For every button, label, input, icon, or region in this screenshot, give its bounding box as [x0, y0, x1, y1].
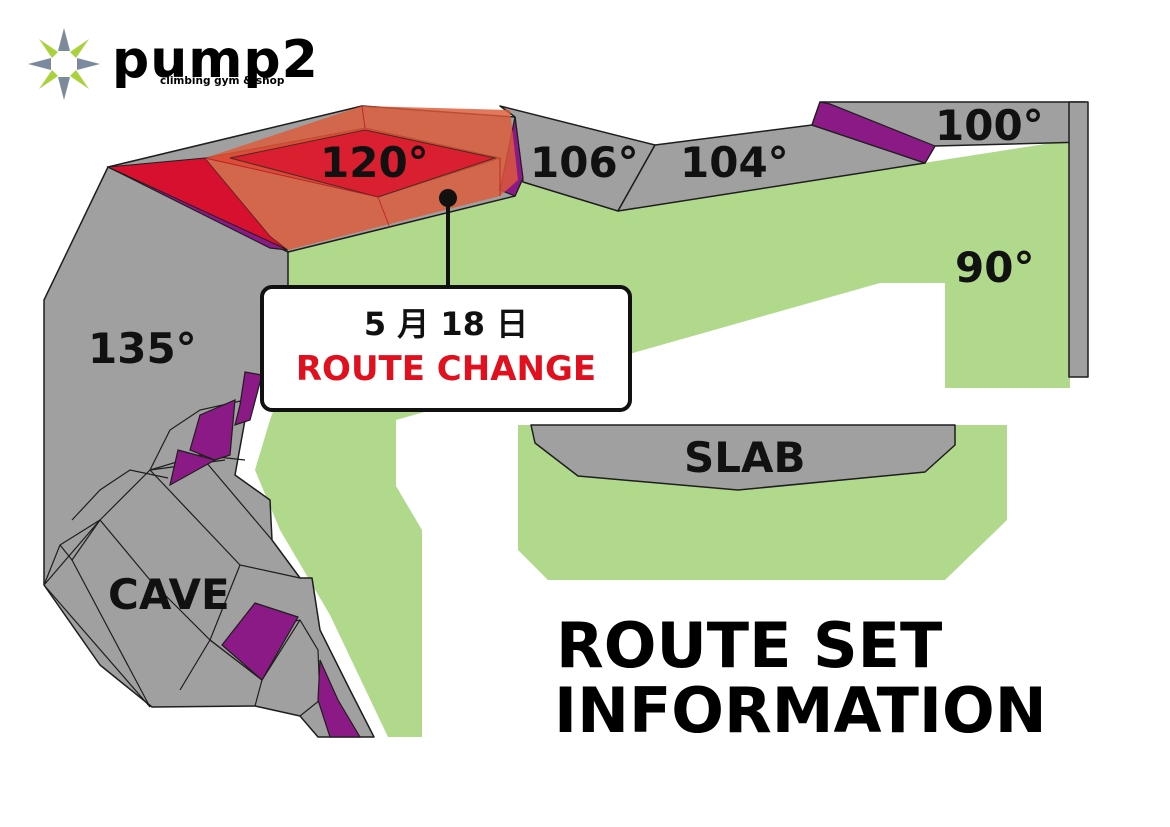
hold-strip-135-c	[169, 449, 217, 487]
zone-label-slab: SLAB	[684, 433, 806, 482]
callout-route-change: ROUTE CHANGE	[296, 349, 596, 389]
pump2-logo: pump2 climbing gym & shop	[28, 28, 319, 100]
hold-strip-135-a	[234, 371, 263, 426]
callout-box	[260, 285, 632, 412]
logo-wordmark: pump2	[112, 30, 319, 90]
hold-strip-cave-b	[317, 659, 362, 738]
hold-strip-cave-a	[221, 602, 299, 681]
route-change-callout: 5 月 18 日 ROUTE CHANGE	[260, 189, 632, 412]
zone-label-104: 104°	[680, 138, 789, 187]
zone-labels: 120° 106° 104° 100° 90° 135° CAVE SLAB	[88, 101, 1044, 619]
wall-90	[1068, 101, 1089, 378]
zone-label-135: 135°	[88, 324, 197, 373]
route-change-highlight	[106, 105, 518, 251]
wall-slab	[530, 424, 956, 491]
title-line-2: INFORMATION	[554, 674, 1047, 747]
zone-label-120: 120°	[320, 138, 429, 187]
callout-pointer-dot	[439, 189, 457, 207]
title-line-1: ROUTE SET	[556, 609, 942, 682]
zone-label-100: 100°	[935, 101, 1044, 150]
hold-strip-100	[811, 101, 936, 164]
wall-106	[499, 105, 656, 212]
highlight-red-core	[229, 129, 497, 198]
callout-date: 5 月 18 日	[364, 305, 528, 343]
logo-star-icon	[28, 28, 100, 100]
zone-label-cave: CAVE	[108, 570, 230, 619]
zone-label-106: 106°	[530, 138, 639, 187]
hold-strip-135-b	[189, 399, 236, 461]
poster-title: ROUTE SET INFORMATION	[554, 609, 1047, 747]
zone-label-90: 90°	[955, 243, 1034, 292]
logo-tagline: climbing gym & shop	[160, 75, 285, 87]
cave-facets	[43, 399, 321, 717]
